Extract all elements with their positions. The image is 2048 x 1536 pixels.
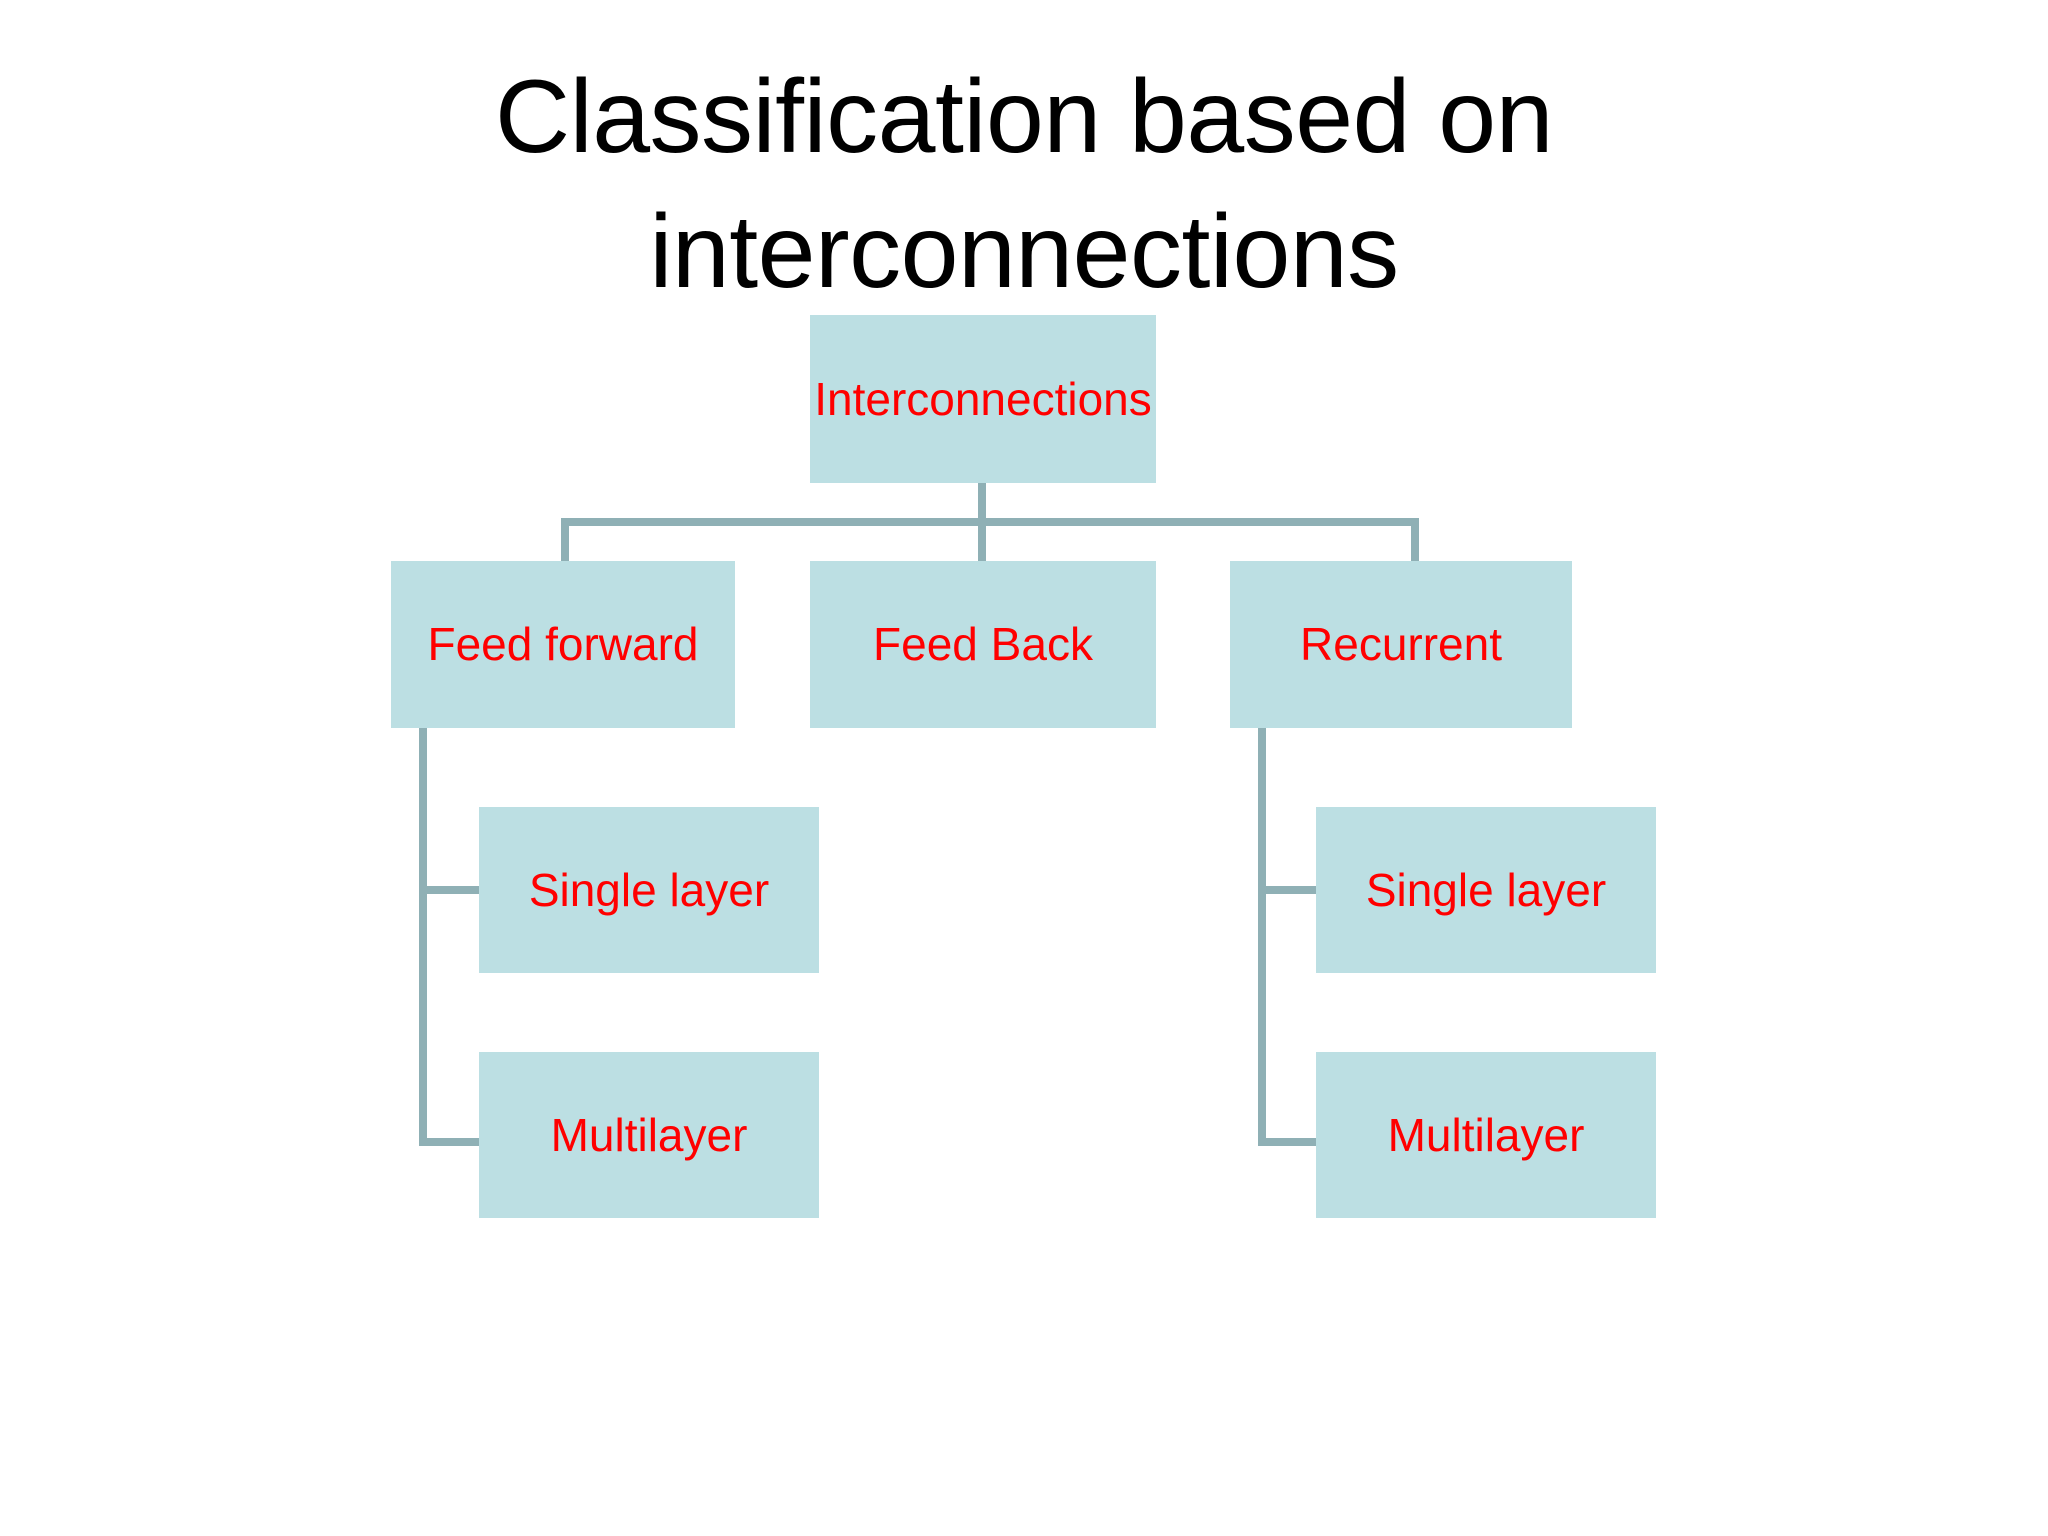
node-feed-forward-single-layer[interactable]: Single layer <box>479 807 819 973</box>
node-recurrent-single-layer[interactable]: Single layer <box>1316 807 1656 973</box>
connector-recurrent-spine <box>1258 728 1266 1146</box>
page-title: Classification based on interconnections <box>494 59 1554 311</box>
node-feed-forward-single-layer-label: Single layer <box>528 863 770 916</box>
node-recurrent[interactable]: Recurrent <box>1230 561 1572 728</box>
node-interconnections-label: Interconnections <box>814 372 1152 425</box>
connector-root-stem <box>978 483 986 526</box>
connector-feed-forward-stub-single-layer <box>419 886 481 894</box>
node-feed-back-label: Feed Back <box>873 618 1093 671</box>
connector-drop-recurrent <box>1411 518 1419 562</box>
connector-recurrent-stub-single-layer <box>1258 886 1320 894</box>
node-feed-forward-multilayer[interactable]: Multilayer <box>479 1052 819 1218</box>
node-feed-forward-multilayer-label: Multilayer <box>550 1108 748 1161</box>
node-recurrent-multilayer-label: Multilayer <box>1387 1108 1585 1161</box>
node-feed-back[interactable]: Feed Back <box>810 561 1156 728</box>
connector-recurrent-stub-multilayer <box>1258 1138 1320 1146</box>
node-feed-forward-label: Feed forward <box>427 618 699 671</box>
node-recurrent-single-layer-label: Single layer <box>1365 863 1607 916</box>
node-recurrent-label: Recurrent <box>1300 618 1502 671</box>
node-interconnections[interactable]: Interconnections <box>810 315 1156 483</box>
connector-horizontal-bus <box>561 518 1419 526</box>
node-feed-forward[interactable]: Feed forward <box>391 561 735 728</box>
node-recurrent-multilayer[interactable]: Multilayer <box>1316 1052 1656 1218</box>
connector-feed-forward-stub-multilayer <box>419 1138 481 1146</box>
connector-drop-feed-back <box>978 518 986 562</box>
connector-drop-feed-forward <box>561 518 569 562</box>
connector-feed-forward-spine <box>419 728 427 1146</box>
